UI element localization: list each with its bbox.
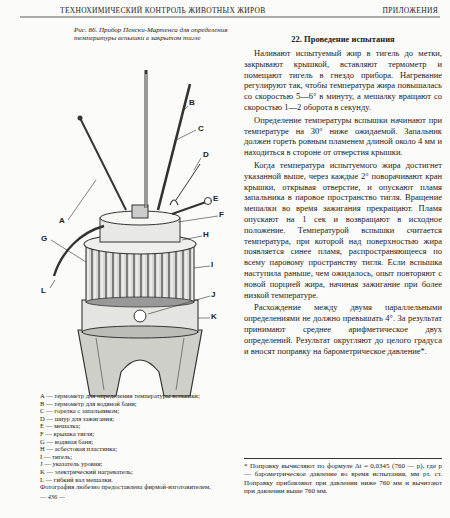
footnote: * Поправку вычисляют по формуле Δt = 0,0…	[244, 458, 442, 496]
ring-edge	[82, 326, 198, 338]
flexible-shaft	[54, 226, 104, 276]
running-header: ТЕХНОХИМИЧЕСКИЙ КОНТРОЛЬ ЖИВОТНЫХ ЖИРОВ	[60, 6, 266, 15]
ignition-cord	[176, 164, 200, 200]
figure-caption: Рис. 86. Прибор Пенски-Мартенса для опре…	[74, 26, 234, 43]
stirrer-rod	[80, 118, 126, 210]
callout-letter: I	[210, 260, 214, 269]
frame-edge	[96, 338, 184, 390]
legend-line: F — крышка тигля;	[40, 430, 222, 438]
legend-line: L — гибкий вал мешалки.	[40, 476, 222, 484]
callout-letter: B	[188, 98, 196, 107]
callout-letter: J	[210, 290, 216, 299]
callout-letter: F	[218, 210, 225, 219]
callout-letter: A	[58, 216, 66, 225]
callout-letter: H	[202, 230, 210, 239]
thermometer-b	[158, 84, 190, 210]
legend-line: J — указатель уровня;	[40, 460, 222, 468]
legend-line: D — шнур для зажигания;	[40, 415, 222, 423]
section-heading: 22. Проведение испытания	[244, 34, 442, 45]
body-paragraph: Когда температура испытуемого жира дости…	[244, 160, 442, 300]
body-paragraph: Определение температуры вспышки начинают…	[244, 115, 442, 158]
legend-line: Фотография любезно предоставлена фирмой-…	[40, 483, 222, 491]
thermometer-bore	[146, 74, 147, 208]
running-header: ПРИЛОЖЕНИЯ	[383, 6, 438, 15]
body-paragraph: Наливают испытуемый жир в тигель до метк…	[244, 48, 442, 113]
legend-line: G — водяная баня;	[40, 438, 222, 446]
base-frame	[78, 330, 202, 396]
callout-letter: L	[40, 286, 47, 295]
legend-line: A — термометр для определения температур…	[40, 392, 222, 400]
header-rule	[20, 17, 440, 18]
leader-lines	[50, 106, 218, 318]
callout-letter: C	[197, 124, 205, 133]
legend-line: H — асбестовая пластинка;	[40, 445, 222, 453]
legend-line: K — электрический нагреватель;	[40, 468, 222, 476]
callout-letter: K	[210, 312, 218, 321]
thermometer-a	[145, 70, 148, 208]
legend-line: B — термометр для водяной бани;	[40, 400, 222, 408]
burner-flame	[170, 200, 178, 205]
legend-line: I — тигель;	[40, 453, 222, 461]
legend-line: E — мешалка;	[40, 422, 222, 430]
callout-letter: D	[202, 150, 210, 159]
legend-line: C — горелка с запальником;	[40, 407, 222, 415]
callout-letter: G	[40, 234, 48, 243]
legend-line: — 436 —	[40, 491, 222, 501]
rod-tip	[78, 116, 83, 121]
level-indicator	[134, 310, 146, 322]
body-paragraph: Расхождение между двумя параллельными оп…	[244, 302, 442, 356]
callout-letter: E	[212, 194, 219, 203]
